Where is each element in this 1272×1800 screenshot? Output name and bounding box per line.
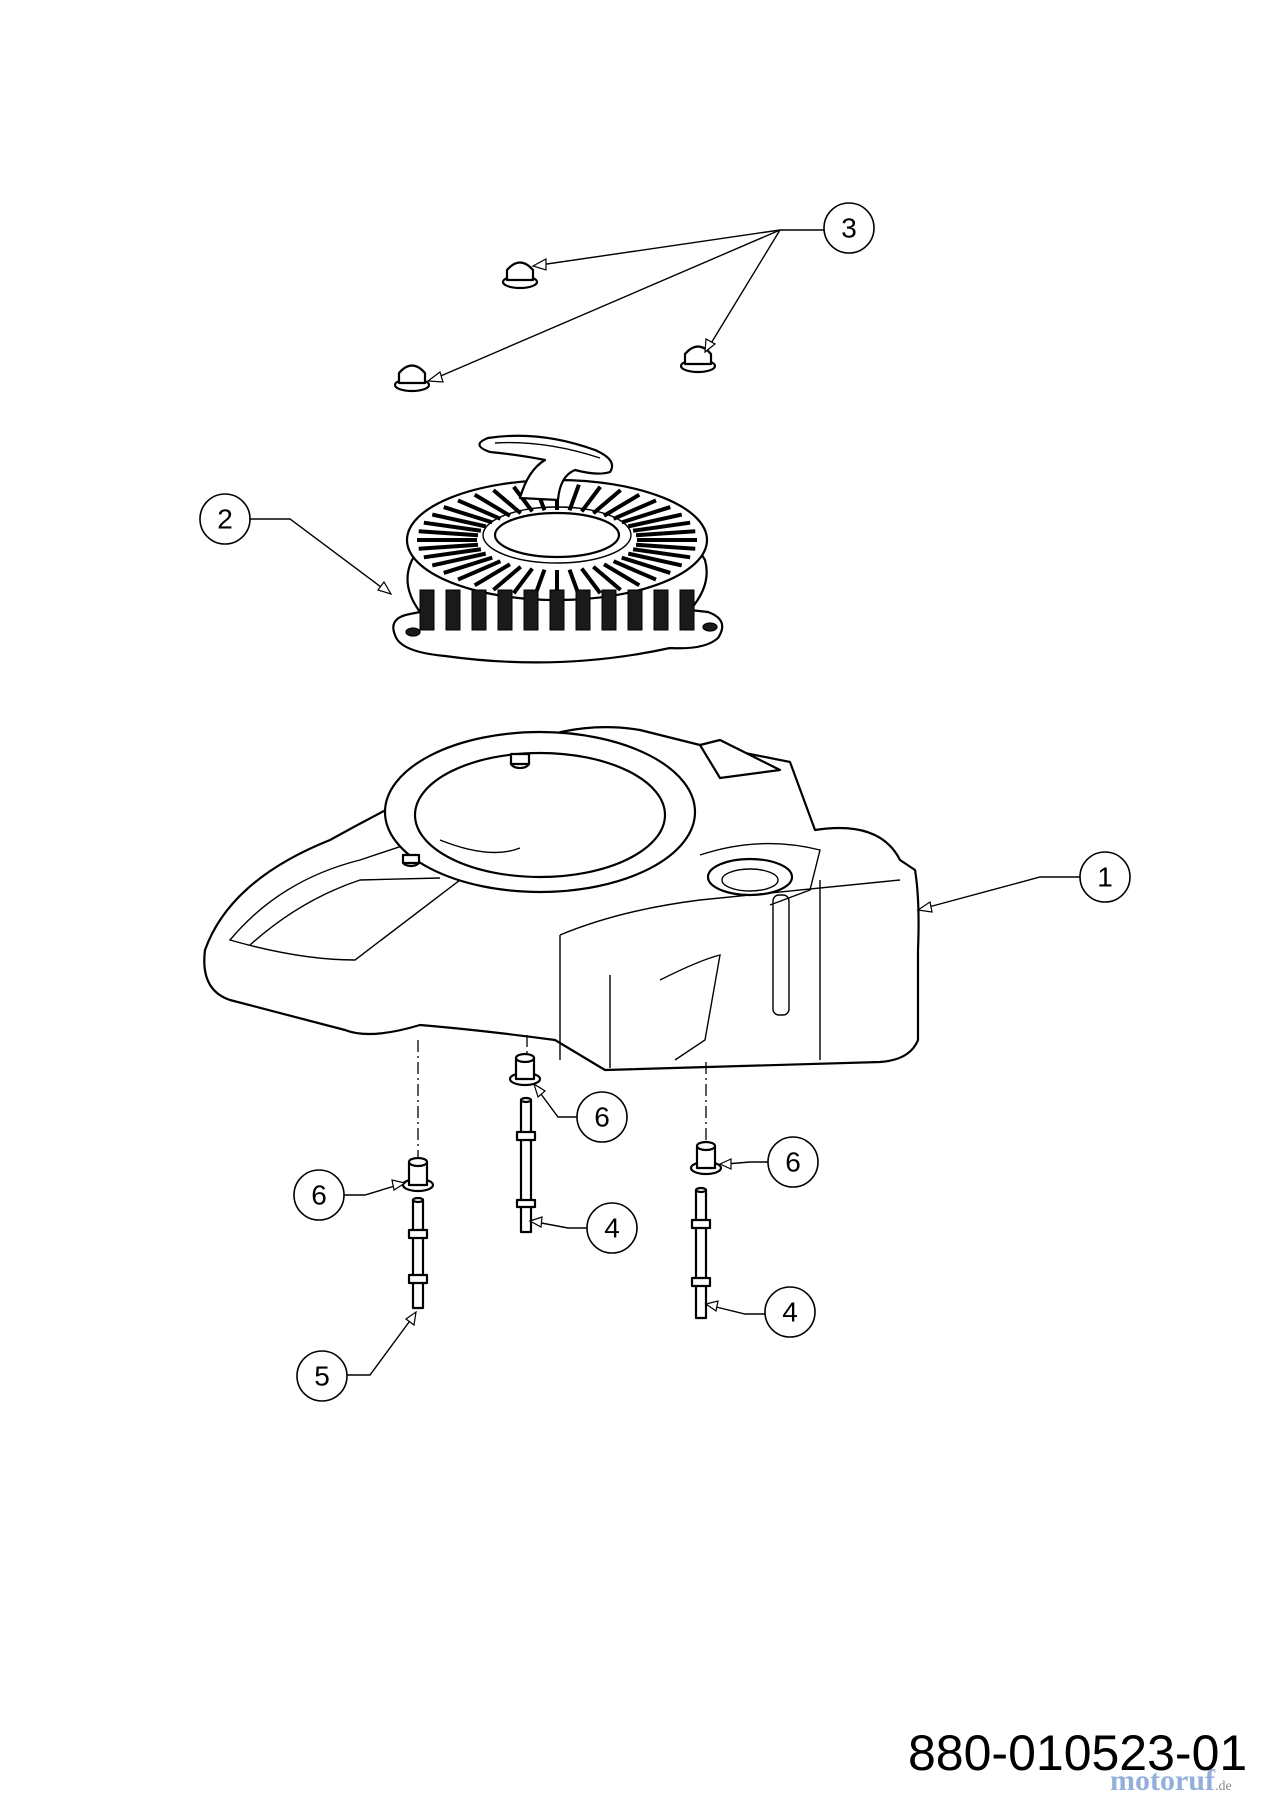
vent-fin bbox=[621, 555, 671, 575]
svg-text:4: 4 bbox=[604, 1213, 620, 1244]
vent-fin bbox=[423, 520, 482, 533]
nut-part-3-a bbox=[501, 261, 539, 290]
vent-fin bbox=[602, 492, 641, 518]
vent-fin bbox=[627, 551, 683, 568]
callout-6-right: 6 bbox=[767, 1136, 819, 1188]
callout-6-center: 6 bbox=[576, 1091, 628, 1143]
vent-fin bbox=[635, 542, 696, 551]
vent-fin bbox=[612, 498, 657, 521]
vent-fin bbox=[635, 529, 696, 538]
vent-fin bbox=[632, 547, 691, 560]
leader-lines bbox=[248, 229, 1080, 1376]
recoil-starter-part-2 bbox=[392, 434, 724, 664]
vent-fin bbox=[492, 565, 522, 592]
vent-fin bbox=[457, 559, 502, 582]
vent-fin bbox=[632, 520, 691, 533]
vent-fin bbox=[602, 562, 641, 588]
vent-fin bbox=[423, 547, 482, 560]
side-vent bbox=[679, 589, 695, 631]
vent-fin bbox=[512, 567, 534, 595]
callout-1: 1 bbox=[1079, 851, 1131, 903]
svg-text:6: 6 bbox=[594, 1102, 610, 1133]
vent-fin bbox=[580, 485, 602, 513]
svg-text:5: 5 bbox=[314, 1361, 330, 1392]
watermark-suffix: .de bbox=[1214, 1779, 1232, 1794]
side-vent bbox=[523, 589, 539, 631]
spacer-part-6-center bbox=[508, 1052, 542, 1087]
callout-6-left: 6 bbox=[293, 1169, 345, 1221]
vent-fin bbox=[431, 512, 487, 529]
side-vent bbox=[471, 589, 487, 631]
callout-4-center: 4 bbox=[586, 1202, 638, 1254]
callout-2: 2 bbox=[199, 493, 251, 545]
svg-text:6: 6 bbox=[311, 1180, 327, 1211]
vent-fin bbox=[621, 505, 671, 525]
vent-fin bbox=[443, 505, 493, 525]
vent-fin bbox=[592, 488, 622, 515]
blower-housing-part-1 bbox=[203, 726, 920, 1072]
side-vent bbox=[627, 589, 643, 631]
vent-fin bbox=[473, 562, 512, 588]
spacer-part-6-left bbox=[401, 1156, 435, 1193]
nut-part-3-b bbox=[393, 364, 431, 393]
drawing-number: 880-010523-01 bbox=[908, 1725, 1248, 1781]
vent-fin bbox=[627, 512, 683, 529]
stud-part-4-right bbox=[690, 1186, 712, 1320]
vent-fin bbox=[492, 488, 522, 515]
starter-vents bbox=[417, 484, 697, 631]
side-vent bbox=[549, 589, 565, 631]
svg-text:1: 1 bbox=[1097, 862, 1113, 893]
callout-3: 3 bbox=[823, 202, 875, 254]
stud-part-5-left bbox=[407, 1196, 429, 1310]
vent-fin bbox=[567, 484, 581, 512]
callout-5: 5 bbox=[296, 1350, 348, 1402]
vent-fin bbox=[418, 542, 479, 551]
callout-4-right: 4 bbox=[764, 1286, 816, 1338]
svg-text:3: 3 bbox=[841, 213, 857, 244]
vent-fin bbox=[431, 551, 487, 568]
vent-fin bbox=[592, 565, 622, 592]
vent-fin bbox=[418, 529, 479, 538]
nut-part-3-c bbox=[679, 345, 717, 374]
side-vent bbox=[445, 589, 461, 631]
watermark-logo: motoruf.de bbox=[1110, 1764, 1232, 1798]
vent-fin bbox=[443, 555, 493, 575]
svg-text:6: 6 bbox=[785, 1147, 801, 1178]
side-vent bbox=[575, 589, 591, 631]
vent-fin bbox=[612, 559, 657, 582]
side-vent bbox=[497, 589, 513, 631]
side-vent bbox=[653, 589, 669, 631]
vent-fin bbox=[580, 567, 602, 595]
svg-text:2: 2 bbox=[217, 504, 233, 535]
side-vent bbox=[419, 589, 435, 631]
vent-fin bbox=[457, 498, 502, 521]
stud-part-4-center bbox=[515, 1096, 537, 1234]
svg-text:4: 4 bbox=[782, 1297, 798, 1328]
watermark-text: motoruf bbox=[1110, 1764, 1215, 1797]
vent-fin bbox=[473, 492, 512, 518]
side-vent bbox=[601, 589, 617, 631]
spacer-part-6-right bbox=[689, 1140, 723, 1176]
